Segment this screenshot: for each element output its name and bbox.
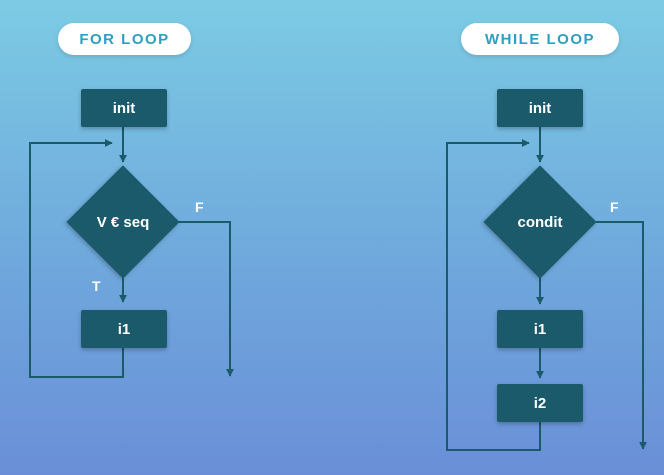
for-loop-back-arrow: [29, 139, 124, 378]
while-condition-label: condit: [517, 213, 563, 231]
for-true-label: T: [92, 278, 101, 294]
for-false-label: F: [195, 199, 204, 215]
while-loop-title: WHILE LOOP: [461, 23, 619, 55]
for-loop-title: FOR LOOP: [58, 23, 191, 55]
while-loop-back-arrow: [446, 139, 541, 451]
while-init-box: init: [497, 89, 583, 127]
for-condition-label: V € seq: [96, 213, 150, 231]
while-body1-box: i1: [497, 310, 583, 348]
while-body2-box: i2: [497, 384, 583, 422]
for-false-exit-arrow: [178, 221, 234, 377]
while-false-exit-arrow: [596, 221, 647, 450]
while-false-label: F: [610, 199, 619, 215]
for-init-box: init: [81, 89, 167, 127]
for-body-box: i1: [81, 310, 167, 348]
